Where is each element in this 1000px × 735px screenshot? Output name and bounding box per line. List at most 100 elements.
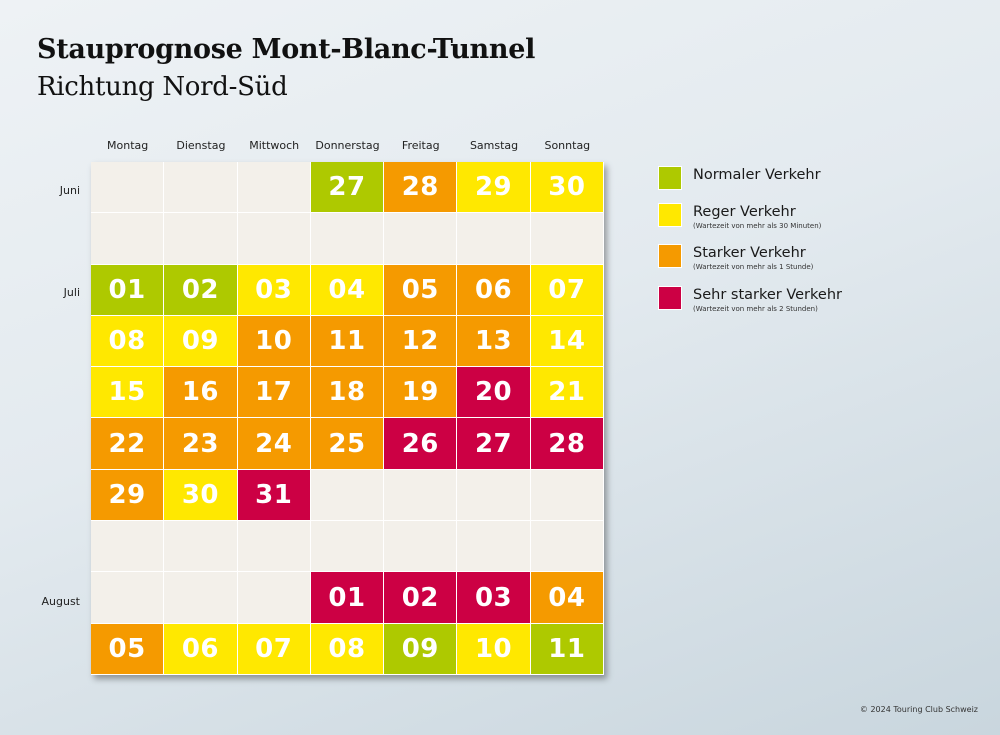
- calendar-day-cell: 25: [310, 418, 385, 470]
- calendar-empty-cell: [310, 469, 385, 522]
- weekday-thursday: Donnerstag: [315, 139, 380, 152]
- calendar-empty-cell: [91, 162, 165, 214]
- calendar-day-cell: 07: [530, 264, 604, 316]
- calendar-empty-cell: [457, 521, 531, 573]
- calendar-empty-cell: [530, 521, 604, 573]
- calendar-day-cell: 04: [310, 264, 385, 316]
- calendar-empty-cell: [530, 213, 604, 265]
- calendar-day-cell: 01: [310, 572, 385, 624]
- calendar-day-cell: 08: [91, 315, 165, 368]
- calendar-day-cell: 10: [457, 623, 531, 675]
- calendar-empty-cell: [384, 469, 458, 522]
- legend-label: Reger Verkehr: [693, 204, 796, 220]
- legend-item-sehr-starker: Sehr starker Verkehr (Wartezeit von mehr…: [658, 286, 958, 313]
- calendar-empty-cell: [91, 521, 165, 573]
- calendar-day-cell: 26: [384, 418, 458, 470]
- weekday-tuesday: Dienstag: [176, 139, 226, 152]
- calendar-day-cell: 27: [457, 418, 531, 470]
- calendar-empty-cell: [237, 162, 311, 214]
- calendar-day-cell: 03: [457, 572, 531, 624]
- month-label-juli: Juli: [63, 286, 80, 299]
- calendar-day-cell: 19: [384, 367, 458, 419]
- calendar-day-cell: 15: [91, 367, 165, 419]
- calendar-day-cell: 29: [91, 469, 165, 522]
- legend-swatch-orange: [658, 244, 682, 268]
- calendar-empty-cell: [164, 162, 238, 214]
- calendar-empty-cell: [237, 521, 311, 573]
- calendar-day-cell: 06: [164, 623, 238, 675]
- copyright: © 2024 Touring Club Schweiz: [859, 705, 978, 714]
- calendar-day-cell: 23: [164, 418, 238, 470]
- calendar-day-cell: 10: [237, 315, 311, 368]
- calendar-empty-cell: [384, 213, 458, 265]
- calendar-day-cell: 22: [91, 418, 165, 470]
- calendar-day-cell: 30: [530, 162, 604, 214]
- calendar-day-cell: 29: [457, 162, 531, 214]
- calendar-day-cell: 13: [457, 315, 531, 368]
- calendar-empty-cell: [164, 521, 238, 573]
- calendar-day-cell: 20: [457, 367, 531, 419]
- legend-item-normal: Normaler Verkehr: [658, 166, 958, 192]
- weekday-wednesday: Mittwoch: [249, 139, 300, 152]
- legend-swatch-red: [658, 286, 682, 310]
- month-label-august: August: [41, 595, 81, 608]
- calendar-day-cell: 11: [530, 623, 604, 675]
- calendar-day-cell: 14: [530, 315, 604, 368]
- calendar-day-cell: 28: [384, 162, 458, 214]
- calendar-day-cell: 18: [310, 367, 385, 419]
- calendar-day-cell: 04: [530, 572, 604, 624]
- month-label-juni: Juni: [59, 184, 80, 197]
- legend-swatch-yellow: [658, 203, 682, 227]
- legend-label: Normaler Verkehr: [693, 167, 821, 183]
- calendar-day-cell: 21: [530, 367, 604, 419]
- calendar-empty-cell: [457, 213, 531, 265]
- calendar-day-cell: 31: [237, 469, 311, 522]
- weekday-header-row: Montag Dienstag Mittwoch Donnerstag Frei…: [91, 139, 604, 155]
- weekday-friday: Freitag: [401, 139, 440, 152]
- calendar-day-cell: 01: [91, 264, 165, 316]
- calendar-day-cell: 06: [457, 264, 531, 316]
- weekday-sunday: Sonntag: [544, 139, 591, 152]
- calendar-day-cell: 09: [164, 315, 238, 368]
- calendar-empty-cell: [310, 521, 385, 573]
- legend-item-starker: Starker Verkehr (Wartezeit von mehr als …: [658, 244, 958, 271]
- calendar-day-cell: 02: [164, 264, 238, 316]
- calendar-day-cell: 08: [310, 623, 385, 675]
- calendar-day-cell: 11: [310, 315, 385, 368]
- calendar-day-cell: 07: [237, 623, 311, 675]
- legend-note: (Wartezeit von mehr als 2 Stunden): [693, 305, 818, 313]
- calendar-empty-cell: [91, 572, 165, 624]
- calendar-empty-cell: [164, 572, 238, 624]
- calendar-day-cell: 12: [384, 315, 458, 368]
- weekday-monday: Montag: [107, 139, 149, 152]
- calendar-empty-cell: [530, 469, 604, 522]
- calendar-empty-cell: [457, 469, 531, 522]
- weekday-saturday: Samstag: [469, 139, 519, 152]
- calendar-day-cell: 03: [237, 264, 311, 316]
- page-subtitle: Richtung Nord-Süd: [37, 72, 288, 102]
- calendar-day-cell: 05: [384, 264, 458, 316]
- calendar-day-cell: 05: [91, 623, 165, 675]
- page-title: Stauprognose Mont-Blanc-Tunnel: [37, 34, 536, 65]
- calendar-day-cell: 28: [530, 418, 604, 470]
- legend-note: (Wartezeit von mehr als 1 Stunde): [693, 263, 814, 271]
- calendar-empty-cell: [384, 521, 458, 573]
- legend-label: Starker Verkehr: [693, 245, 806, 261]
- legend-note: (Wartezeit von mehr als 30 Minuten): [693, 222, 822, 230]
- calendar-day-cell: 27: [310, 162, 385, 214]
- calendar-empty-cell: [310, 213, 385, 265]
- calendar-day-cell: 16: [164, 367, 238, 419]
- calendar-empty-cell: [237, 572, 311, 624]
- calendar-day-cell: 02: [384, 572, 458, 624]
- calendar-day-cell: 17: [237, 367, 311, 419]
- legend-swatch-green: [658, 166, 682, 190]
- calendar-empty-cell: [237, 213, 311, 265]
- calendar-day-cell: 09: [384, 623, 458, 675]
- legend-label: Sehr starker Verkehr: [693, 287, 842, 303]
- calendar-empty-cell: [91, 213, 165, 265]
- calendar-day-cell: 24: [237, 418, 311, 470]
- calendar-day-cell: 30: [164, 469, 238, 522]
- legend-item-reger: Reger Verkehr (Wartezeit von mehr als 30…: [658, 203, 958, 230]
- calendar-empty-cell: [164, 213, 238, 265]
